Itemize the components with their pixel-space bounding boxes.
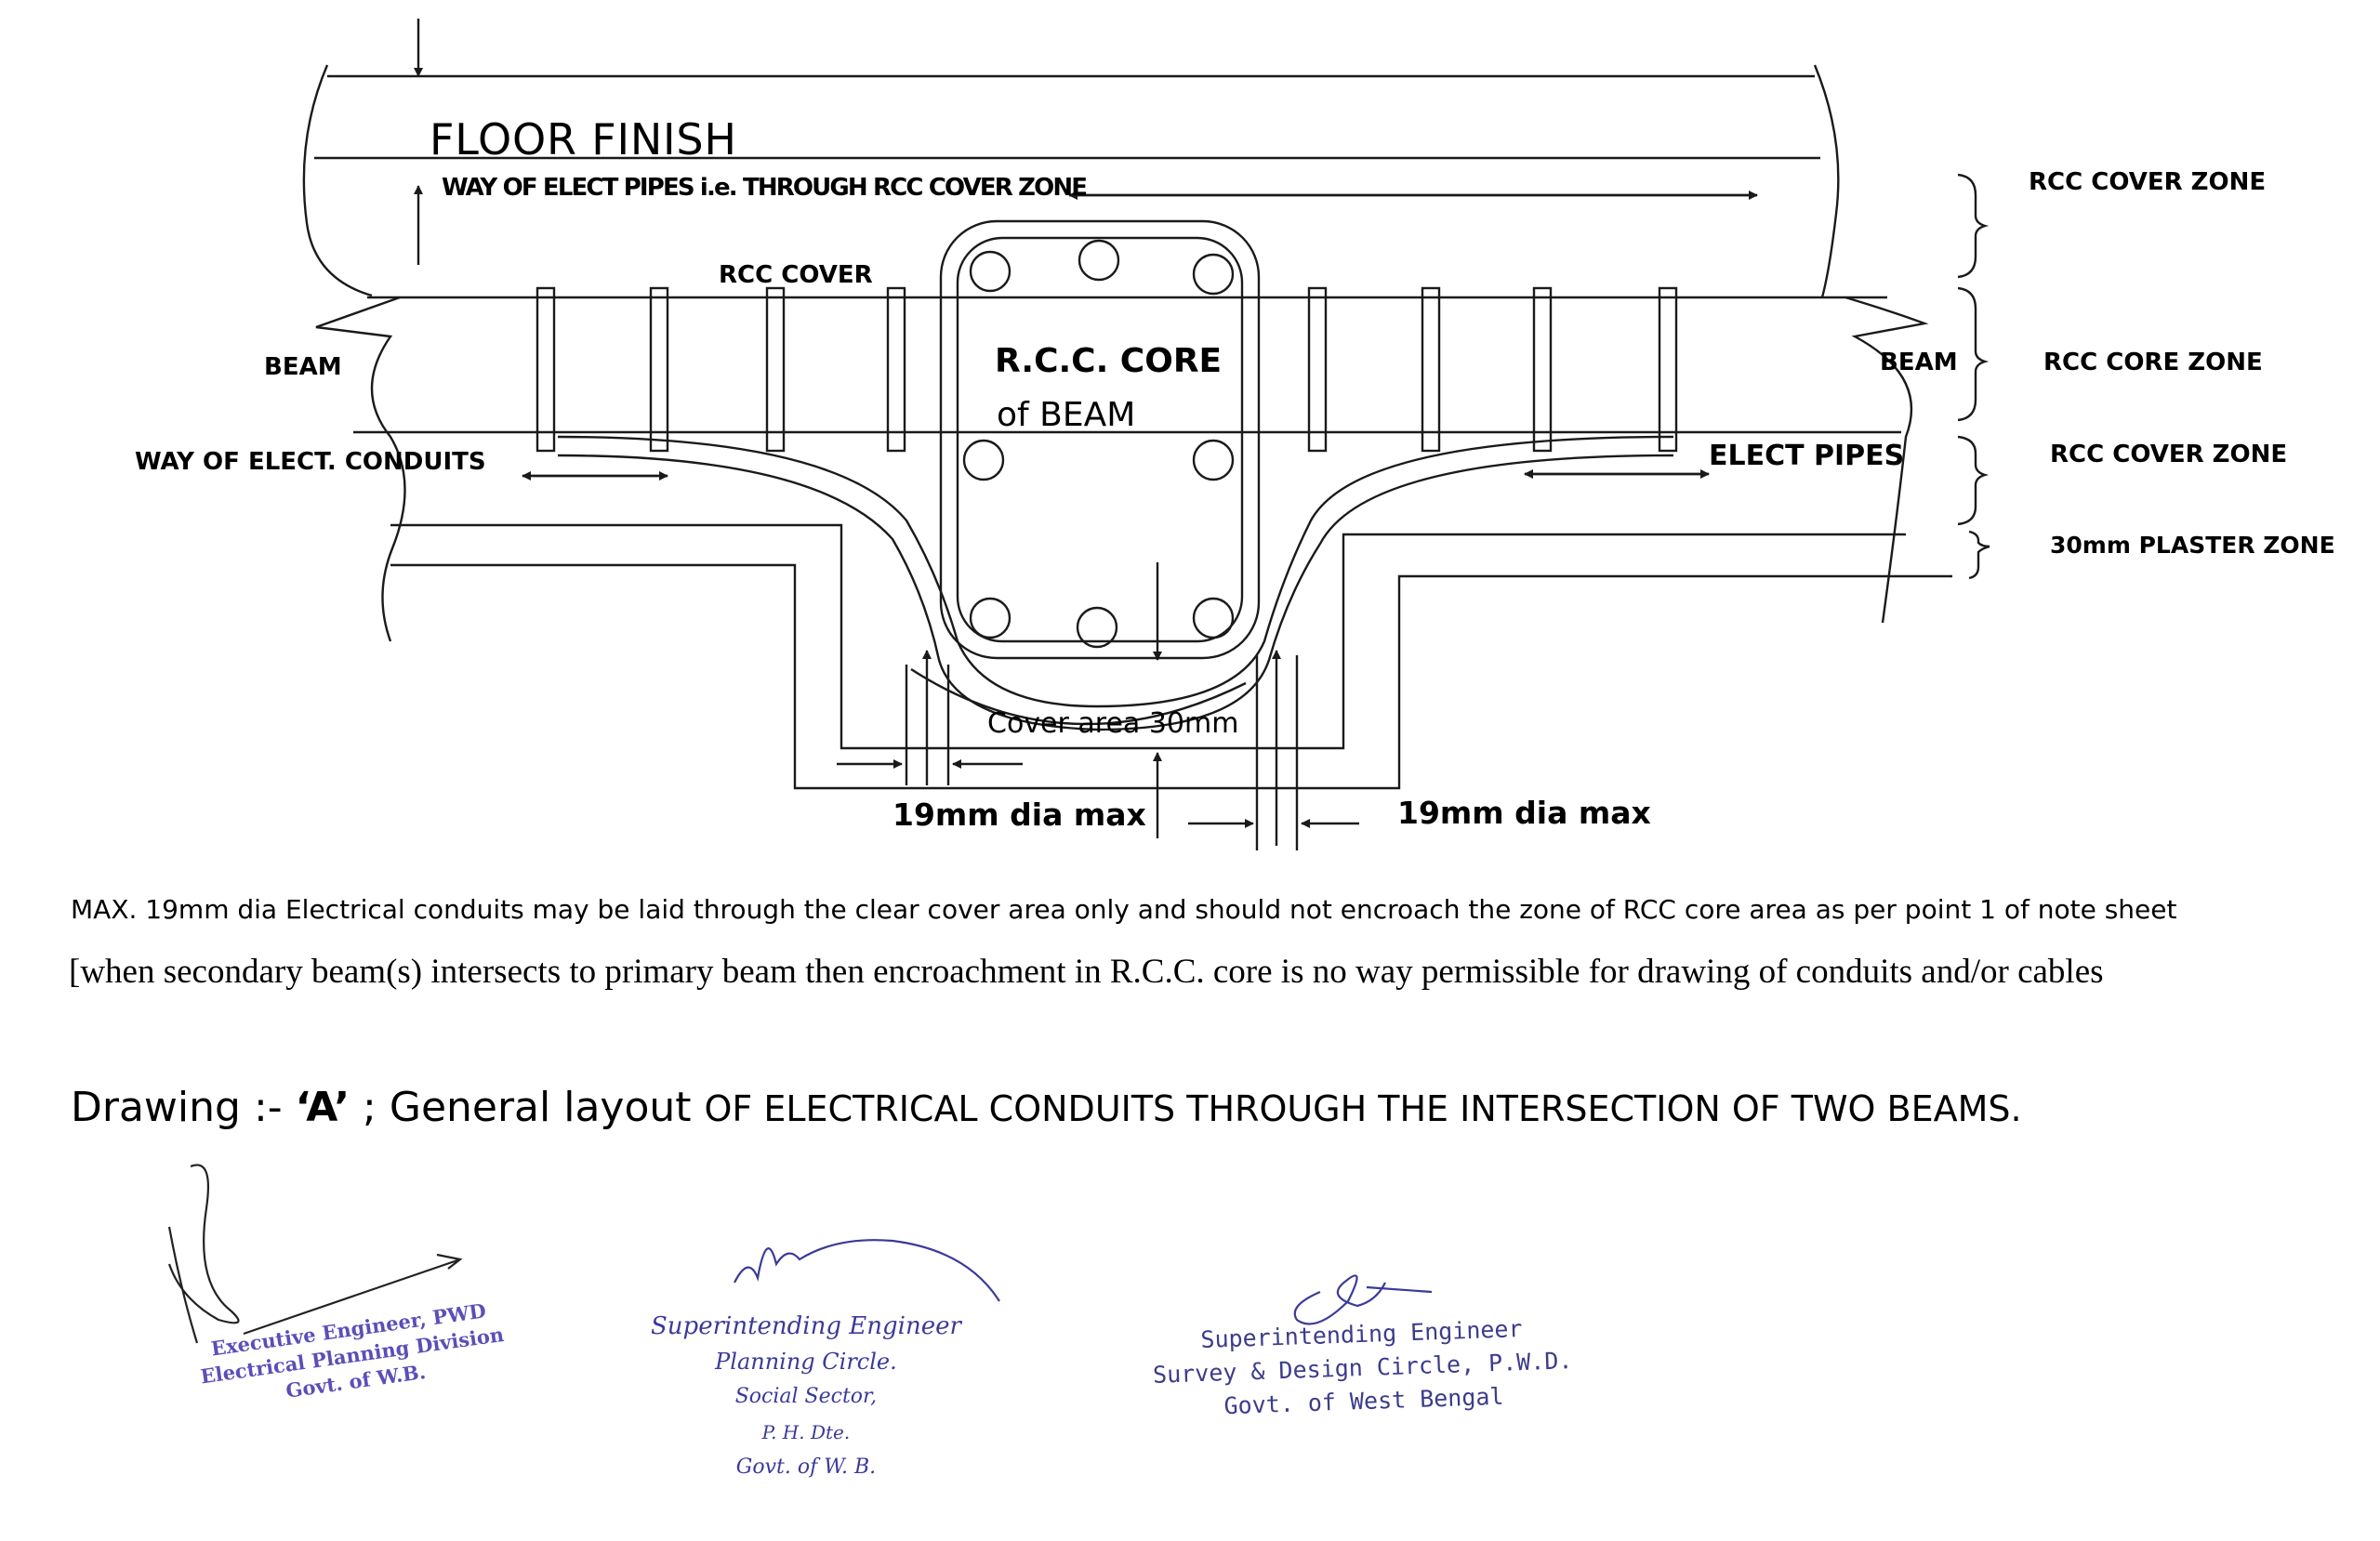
beam-label-right: BEAM — [1880, 349, 1958, 376]
slab-right-break — [1813, 64, 1840, 298]
brace-core-zone — [1957, 286, 1990, 422]
rcc-core-inner — [956, 236, 1244, 643]
brace-cover-zone-bottom — [1957, 435, 1990, 526]
conduit-curve-inner — [557, 454, 1674, 731]
stirrup-bars — [536, 286, 1678, 453]
beam-label-left: BEAM — [264, 353, 342, 381]
hand-line1: Superintending Engineer — [651, 1312, 961, 1340]
dia-max-left-label: 19mm dia max — [892, 797, 1146, 833]
brace-cover-zone-top — [1957, 173, 1990, 279]
rcc-core-label: R.C.C. CORE — [995, 342, 1222, 380]
way-of-elect-pipes-label: WAY OF ELECT PIPES i.e. THROUGH RCC COVE… — [442, 174, 1088, 202]
signature-handwritten-superintending-engineer: Superintending Engineer Planning Circle.… — [651, 1309, 961, 1485]
zone-label-plaster: 30mm PLASTER ZONE — [2050, 532, 2335, 559]
rcc-cover-label: RCC COVER — [719, 261, 873, 289]
signature-marks — [167, 1164, 1433, 1344]
zone-label-rcc-cover-bottom: RCC COVER ZONE — [2050, 441, 2287, 468]
floor-finish-label: FLOOR FINISH — [430, 114, 736, 165]
zone-label-rcc-cover-top: RCC COVER ZONE — [2029, 168, 2266, 196]
hand-line4: P. H. Dte. — [761, 1421, 851, 1443]
elect-pipes-label: ELECT PIPES — [1709, 440, 1904, 472]
hand-line3: Social Sector, — [734, 1385, 878, 1408]
plaster-line-2 — [390, 563, 1952, 790]
signature-2-scribble — [734, 1239, 1000, 1302]
beam-right-break — [1844, 296, 1929, 624]
cover-area-label: Cover area 30mm — [987, 707, 1238, 740]
caption-title-part2: OF ELECTRICAL CONDUITS THROUGH THE INTER… — [704, 1088, 2022, 1129]
brace-plaster-zone — [1968, 530, 1990, 580]
caption-prefix: Drawing :- — [71, 1084, 296, 1131]
signature-stamp-survey-design: Superintending Engineer Survey & Design … — [1151, 1311, 1574, 1426]
hand-line5: Govt. of W. B. — [735, 1455, 877, 1479]
cover-area-arc — [910, 667, 1247, 726]
signature-1-scribble — [167, 1164, 463, 1344]
of-beam-label: of BEAM — [997, 396, 1135, 434]
conduit-curve-outer — [557, 435, 1674, 708]
way-of-elect-conduits-label: WAY OF ELECT. CONDUITS — [135, 448, 486, 476]
slab-left-break — [302, 64, 373, 297]
caption-letter: ‘A’ — [295, 1084, 350, 1131]
beam-left-break — [315, 296, 406, 642]
note-line-2: [when secondary beam(s) intersects to pr… — [69, 953, 2104, 991]
hand-line2: Planning Circle. — [715, 1349, 897, 1375]
caption-sep: ; — [350, 1084, 390, 1131]
dia-max-right-label: 19mm dia max — [1397, 795, 1651, 831]
note-line-1: MAX. 19mm dia Electrical conduits may be… — [71, 894, 2177, 925]
caption-title-part1: General layout — [389, 1084, 705, 1131]
reinforcement-bars — [962, 239, 1235, 649]
zone-label-rcc-core: RCC CORE ZONE — [2043, 349, 2263, 376]
plaster-line-1 — [390, 523, 1906, 750]
drawing-caption: Drawing :- ‘A’ ; General layout OF ELECT… — [71, 1084, 2022, 1131]
signature-3-scribble — [1293, 1274, 1433, 1325]
rcc-core-outer — [939, 219, 1261, 660]
